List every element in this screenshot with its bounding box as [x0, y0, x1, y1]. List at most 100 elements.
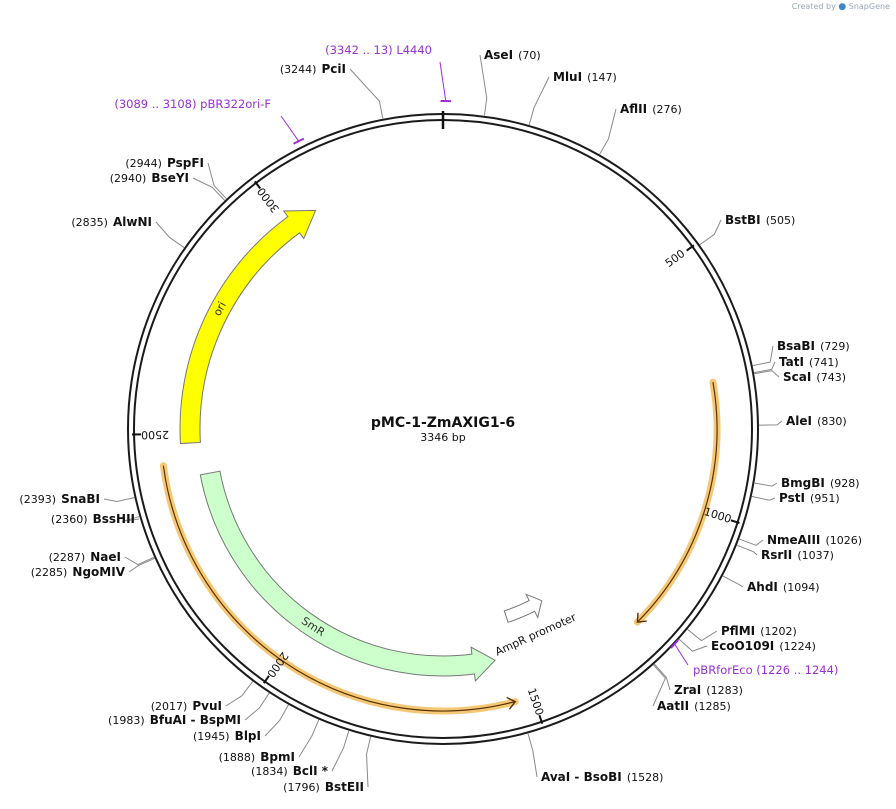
site-leader [103, 497, 135, 502]
feature-label-ori: ori [211, 299, 229, 318]
site-position: (1094) [783, 581, 820, 594]
primer-range: (3089 .. 3108) [114, 97, 196, 111]
tick-mark-2000 [262, 675, 270, 684]
site-alwni: (2835) AlwNI [71, 215, 185, 249]
site-position: (2393) [19, 493, 56, 506]
site-label: AhdI (1094) [747, 576, 820, 595]
site-leader [479, 54, 488, 116]
site-leader [244, 692, 270, 721]
site-leader [264, 704, 289, 737]
primer-leader-pbrforeco [674, 643, 689, 666]
site-position: (1202) [760, 625, 797, 638]
site-position: (2287) [49, 551, 86, 564]
site-bfuai-bspmi: (1983) BfuAI - BspMI [108, 692, 270, 728]
site-label: (2287) NaeI [49, 546, 121, 565]
site-name: PstI [779, 491, 805, 505]
site-position: (830) [817, 415, 847, 428]
site-name: TatI [779, 355, 804, 369]
site-label: ScaI (743) [783, 366, 846, 385]
orf-line-2 [162, 465, 516, 712]
site-position: (951) [810, 492, 840, 505]
site-naei: (2287) NaeI [49, 546, 155, 566]
primer-name: L4440 [396, 43, 432, 57]
site-position: (1026) [825, 534, 862, 547]
site-ahdi: AhdI (1094) [722, 575, 820, 595]
site-position: (1285) [694, 700, 731, 713]
site-leader [155, 221, 185, 249]
orf-line-1 [636, 382, 718, 623]
site-position: (3244) [280, 63, 317, 76]
site-leader [128, 557, 155, 573]
site-position: (741) [809, 356, 839, 369]
site-name: EcoO109I [711, 639, 774, 653]
site-bcli: (1834) BclI * [251, 730, 350, 778]
site-name: BstEII [325, 780, 364, 794]
site-label: (1888) BpmI [219, 746, 295, 765]
site-position: (1224) [779, 640, 816, 653]
site-label: AflII (276) [620, 98, 682, 117]
site-leader [739, 538, 764, 546]
orf-arrow-1 [636, 612, 647, 623]
site-leader [754, 370, 780, 378]
site-label: AatII (1285) [657, 695, 731, 714]
site-leader [124, 556, 155, 566]
site-leader [349, 68, 384, 119]
restriction-site-layer: AseI (70)MluI (147)AflII (276) BstBI (505… [19, 48, 862, 795]
tick-label: 2500 [141, 428, 169, 441]
site-label: PstI (951) [779, 487, 840, 506]
site-name: BpmI [260, 750, 295, 764]
site-position: (2944) [125, 157, 162, 170]
site-bsabi: BsaBI (729) [752, 335, 850, 367]
primer-label-pbr322ori-f: (3089 .. 3108) pBR322ori-F [114, 97, 271, 111]
primer-leader-l4440 [439, 61, 447, 102]
site-leader [753, 361, 776, 374]
site-snabi: (2393) SnaBI [19, 488, 135, 507]
site-leader [528, 76, 550, 126]
site-position: (505) [766, 214, 796, 227]
site-name: ScaI [783, 370, 811, 384]
site-ngomiv: (2285) NgoMIV [31, 557, 155, 580]
site-name: AflII [620, 102, 647, 116]
site-position: (2360) [51, 513, 88, 526]
site-position: (1283) [706, 684, 743, 697]
site-name: BlpI [235, 729, 261, 743]
site-bsteii: (1796) BstEII [283, 736, 372, 795]
site-alei: AleI (830) [758, 410, 847, 429]
site-name: AhdI [747, 580, 778, 594]
site-label: AleI (830) [786, 410, 847, 429]
site-name: RsrII [761, 548, 792, 562]
site-name: SnaBI [61, 492, 100, 506]
site-leader [754, 482, 778, 487]
site-label: BmgBI (928) [781, 472, 860, 491]
site-position: (2835) [71, 216, 108, 229]
site-label: (1796) BstEII [283, 776, 364, 795]
site-scai: ScaI (743) [754, 366, 846, 385]
site-leader [527, 733, 538, 778]
site-label: (1983) BfuAI - BspMI [108, 709, 241, 728]
site-label: (2393) SnaBI [19, 488, 100, 507]
site-mlui: MluI (147) [528, 70, 617, 126]
site-name: MluI [553, 70, 582, 84]
site-name: PspFI [167, 156, 204, 170]
site-asei: AseI (70) [479, 48, 541, 116]
site-pflmi: PflMI (1202) [687, 624, 797, 642]
site-label: (2285) NgoMIV [31, 561, 126, 580]
site-name: BmgBI [781, 476, 825, 490]
site-aflii: AflII (276) [599, 98, 682, 155]
site-label: BsaBI (729) [777, 335, 850, 354]
site-rsrii: RsrII (1037) [736, 544, 834, 562]
primer-name: pBR322ori-F [200, 97, 271, 111]
site-name: NaeI [90, 550, 121, 564]
tick-label: 1500 [525, 686, 546, 717]
tick-label: 500 [663, 247, 688, 270]
site-name: AlwNI [113, 215, 152, 229]
tick-label: 1000 [702, 505, 733, 526]
site-leader [687, 628, 718, 642]
site-name: PciI [322, 62, 347, 76]
site-position: (2940) [110, 172, 147, 185]
site-bstbi: BstBI (505) [699, 213, 796, 246]
site-position: (1796) [283, 781, 320, 794]
site-name: AseI [484, 48, 513, 62]
